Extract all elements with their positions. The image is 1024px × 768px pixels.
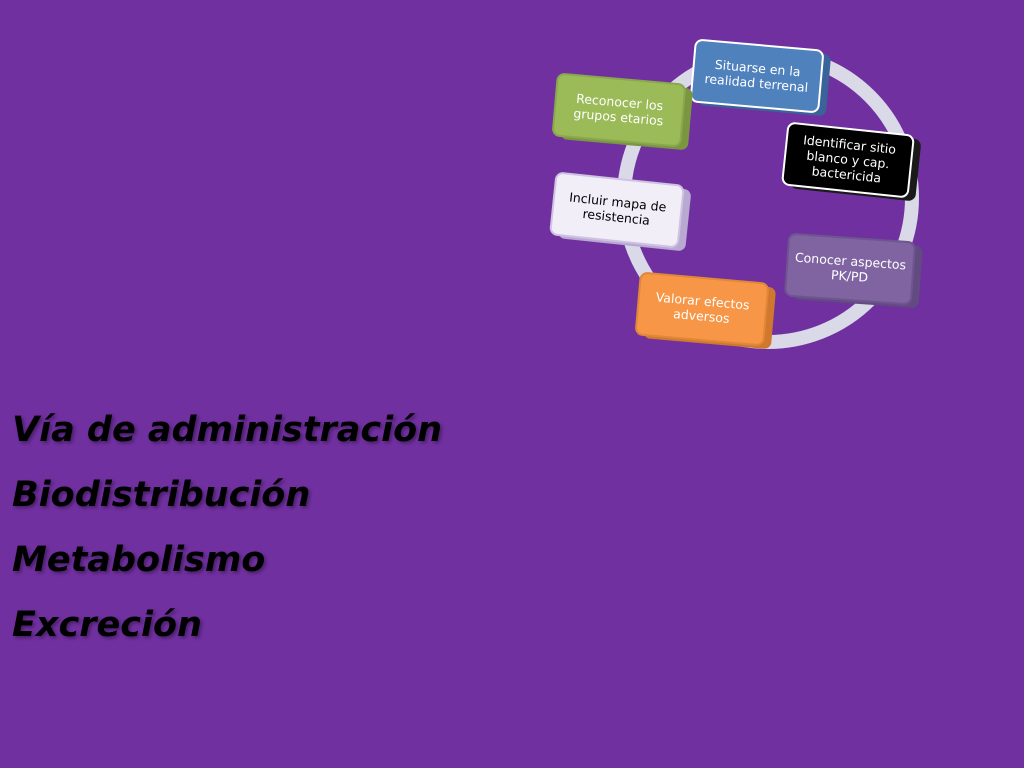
cycle-node-label-line: PK/PD: [830, 267, 868, 285]
cycle-node-label: Valorar efectosadversos: [654, 289, 750, 327]
cycle-node-label: Reconocer losgrupos etarios: [573, 91, 665, 129]
cycle-node-label-line: resistencia: [582, 206, 651, 228]
cycle-node-box: [781, 122, 915, 198]
cycle-node: Conocer aspectosPK/PD: [784, 233, 923, 308]
cycle-node-box: [690, 39, 824, 113]
bullet-metabolismo: Metabolismo: [12, 540, 266, 580]
cycle-node: Incluir mapa deresistencia: [549, 172, 691, 251]
cycle-node: Valorar efectosadversos: [635, 272, 776, 349]
cycle-node: Situarse en larealidad terrenal: [690, 39, 831, 116]
bullet-via-administracion: Vía de administración: [12, 410, 443, 450]
cycle-node: Identificar sitioblanco y cap.bactericid…: [781, 122, 921, 201]
bullet-biodistribucion: Biodistribución: [12, 475, 311, 515]
bullet-list: Vía de administración Biodistribución Me…: [12, 398, 442, 658]
cycle-nodes: Situarse en larealidad terrenalIdentific…: [549, 39, 923, 349]
bullet-excrecion: Excreción: [12, 605, 202, 645]
cycle-node-box: [635, 272, 769, 346]
cycle-node-label-line: bactericida: [811, 163, 882, 185]
cycle-node-box: [549, 172, 685, 248]
cycle-node-label-line: Situarse en la: [714, 57, 801, 79]
cycle-node: Reconocer losgrupos etarios: [552, 73, 693, 150]
cycle-node-label-line: adversos: [673, 306, 731, 326]
cycle-node-box: [552, 73, 686, 147]
cycle-node-box: [784, 233, 916, 305]
